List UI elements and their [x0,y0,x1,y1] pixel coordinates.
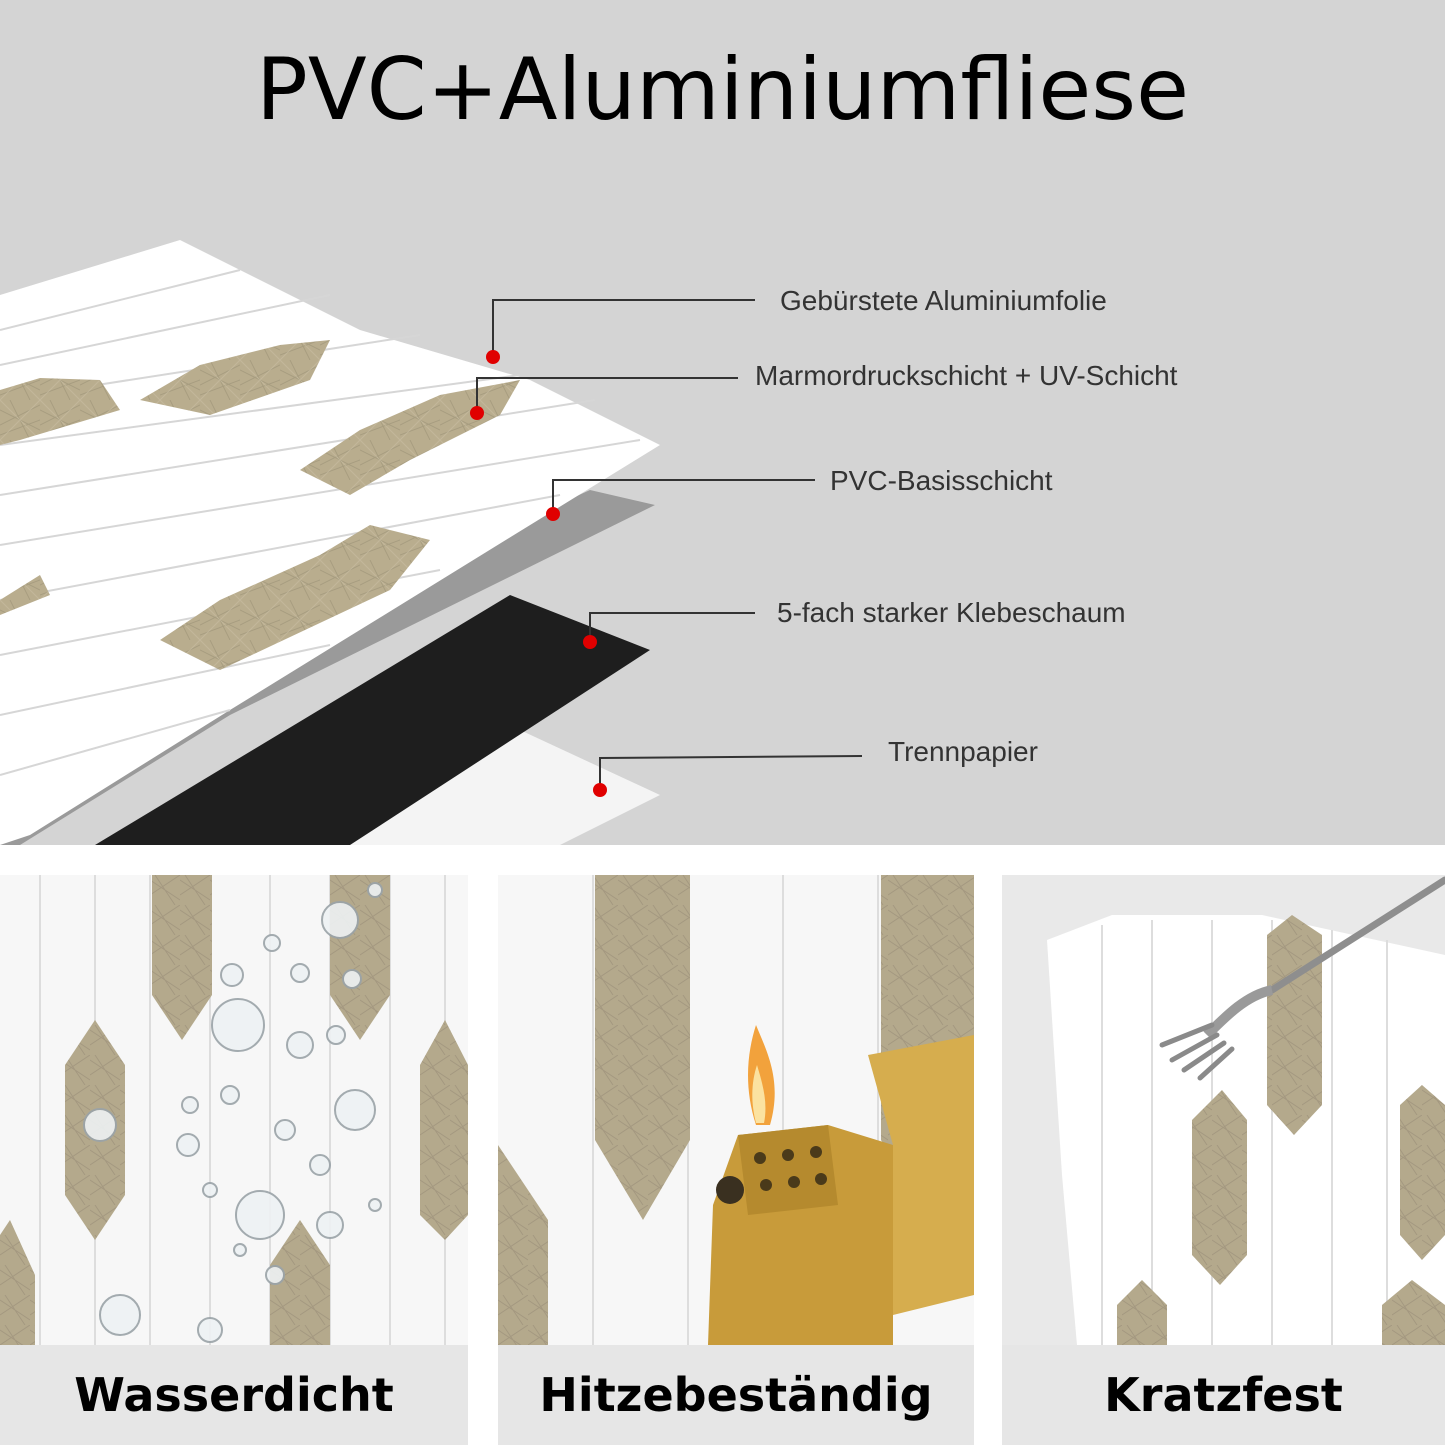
callout-dot [486,350,500,364]
gold-tile [160,525,430,670]
pvc-base-layer [0,490,655,845]
lighter-flame-icon [498,875,974,1345]
water-droplets-icon [0,875,468,1345]
feature-panel-scratch-resistant: Kratzfest [1002,875,1445,1445]
adhesive-foam-layer [95,595,650,845]
tile-layer-illustration [0,240,863,845]
callout-dot [593,783,607,797]
callout-dot [470,406,484,420]
callout-dot [546,507,560,521]
feature-label-waterproof: Wasserdicht [0,1345,468,1445]
layer-label-marble-print: Marmordruckschicht + UV-Schicht [755,360,1178,391]
callout-dot [583,635,597,649]
layer-label-aluminium-foil: Gebürstete Aluminiumfolie [780,285,1107,316]
page-title: PVC+Aluminiumfliese [255,40,1190,140]
fork-icon [1002,875,1445,1345]
feature-panel-heat-resistant: Hitzebeständig [498,875,974,1445]
layer-label-adhesive-foam: 5-fach starker Klebeschaum [777,597,1126,628]
feature-panel-waterproof: Wasserdicht [0,875,468,1445]
feature-label-scratch-resistant: Kratzfest [1002,1345,1445,1445]
layer-label-release-paper: Trennpapier [888,736,1038,767]
gold-tile [140,340,330,415]
layer-label-pvc-base: PVC-Basisschicht [830,465,1053,496]
gold-tile [0,378,120,445]
feature-label-heat-resistant: Hitzebeständig [498,1345,974,1445]
gold-tile [300,380,520,495]
layer-diagram-section: PVC+Aluminiumfliese [0,0,1445,845]
gold-tile [0,575,50,615]
